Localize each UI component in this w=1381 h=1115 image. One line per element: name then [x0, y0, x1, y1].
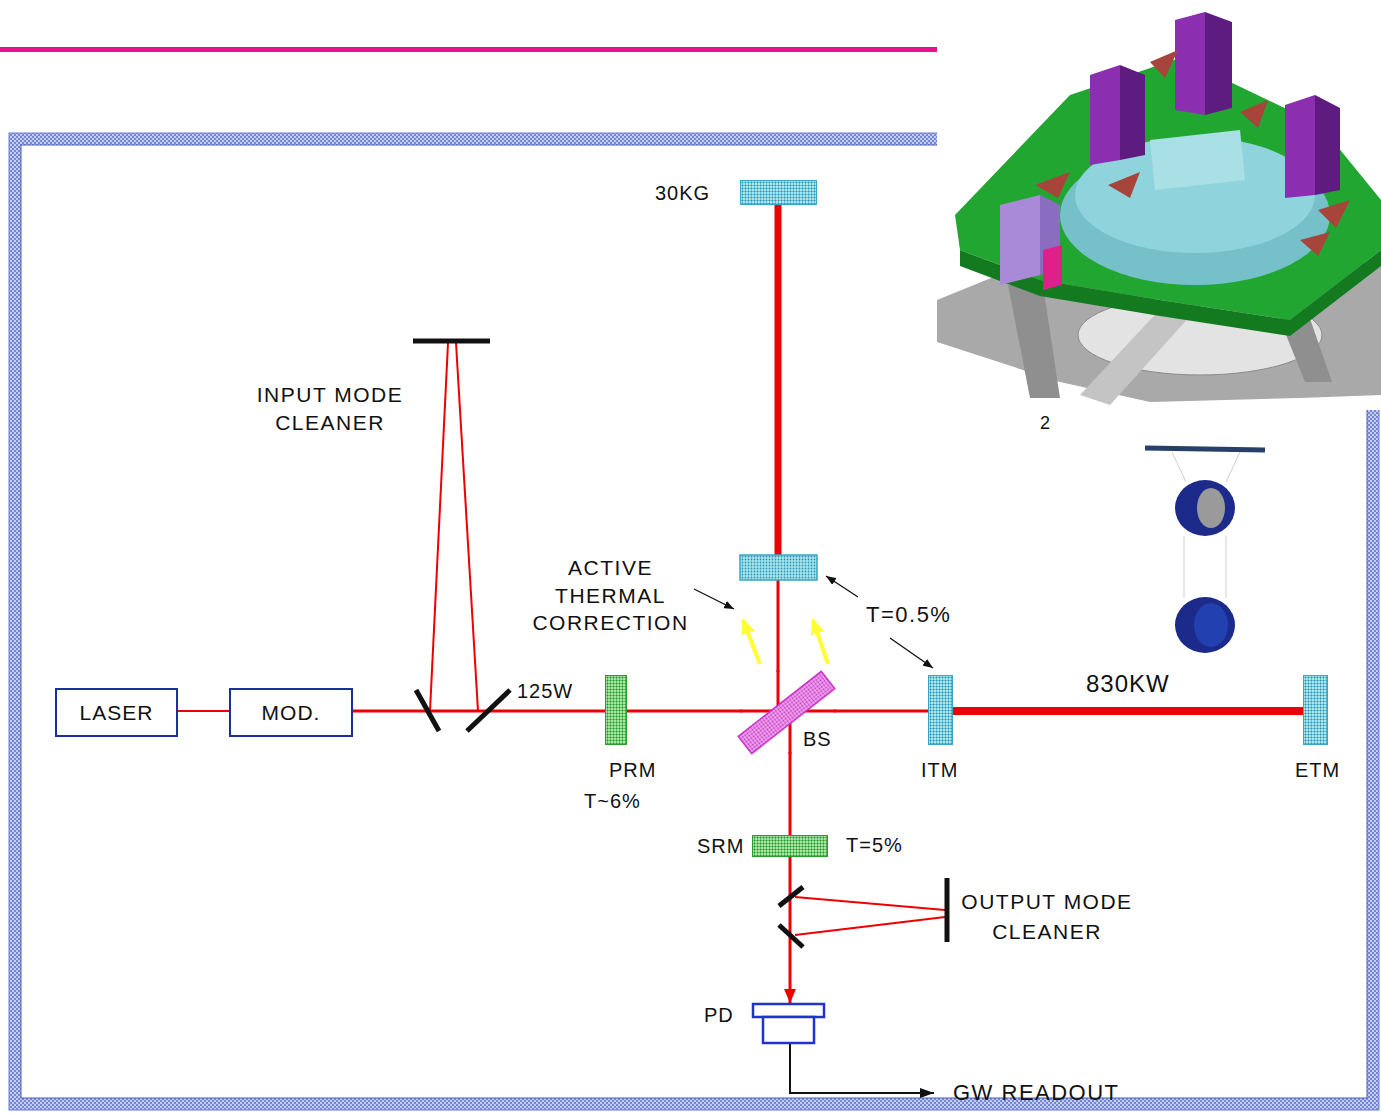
end-test-mass: 30KG [740, 180, 817, 205]
omc-beam [795, 917, 945, 935]
node-label: PD [704, 1003, 734, 1027]
component-label: OUTPUT MODE CLEANER [956, 887, 1138, 947]
actuator-block [1285, 95, 1315, 198]
laser-box: LASER [55, 688, 178, 737]
heating-arrow [743, 620, 760, 664]
node-label: LASER [80, 700, 154, 725]
output-label: GW READOUT [953, 1080, 1120, 1106]
signal-recycling-mirror: SRMT=5% [752, 835, 828, 857]
imc-beam [430, 343, 448, 711]
modulator-box: MOD. [229, 688, 353, 737]
omc-mirror [779, 887, 803, 906]
omc-mirror [945, 878, 950, 942]
imc-mirror [467, 690, 510, 731]
node-label: ITM [921, 758, 958, 782]
input-test-mass [740, 555, 817, 580]
actuator-block [1000, 195, 1040, 285]
laser-beam [953, 707, 1303, 715]
suspension-wire [1184, 536, 1185, 598]
arm-beam [775, 205, 782, 556]
heating-arrow [813, 620, 828, 664]
transmission-label: T~6% [584, 789, 641, 813]
imc-mirror [413, 339, 490, 344]
node-label: BS [803, 727, 832, 751]
suspension-plate [1145, 448, 1265, 450]
frame-outline [9, 133, 1379, 1110]
laser-beam [353, 710, 605, 713]
photodiode: PD [752, 1003, 825, 1044]
laser-beam [789, 857, 792, 1003]
leg [1008, 285, 1060, 398]
leader-arrow [890, 638, 933, 668]
laser-beam [777, 205, 780, 672]
omc-mirror [779, 925, 803, 947]
readout-wire [790, 1044, 934, 1093]
actuator-block [1175, 12, 1205, 115]
photodiode-shape [752, 1003, 825, 1044]
suspended-mass [1175, 597, 1235, 653]
suspension-wire [1226, 536, 1227, 598]
flag [1108, 172, 1140, 198]
input-test-mass: ITM [928, 675, 953, 745]
suspended-mass [1175, 480, 1235, 536]
node-label: MOD. [262, 700, 321, 725]
actuator-block [1205, 12, 1232, 115]
photodiode-body [763, 1017, 814, 1043]
flag [1300, 232, 1330, 256]
transmission-label: T=0.5% [866, 602, 951, 628]
inset-ground [937, 0, 1381, 410]
node-label: SRM [697, 834, 744, 858]
laser-beam [178, 710, 229, 712]
laser-beam [834, 710, 928, 713]
flag [1035, 172, 1070, 198]
actuator-block [1043, 245, 1062, 290]
leader-arrow [826, 576, 858, 597]
laser-beam [627, 710, 742, 713]
suspension-wire [1226, 452, 1240, 482]
suspension-wire [1172, 452, 1186, 482]
actuator-block [1315, 95, 1340, 195]
end-test-mass: ETM [1303, 675, 1328, 745]
node-label: PRM [609, 758, 656, 782]
suspended-mass [1194, 603, 1228, 647]
flag [1150, 50, 1178, 78]
node-label: 30KG [655, 181, 710, 205]
omc-beam [795, 897, 945, 910]
note-label: ACTIVE THERMAL CORRECTION [528, 554, 693, 637]
transmission-label: T=5% [846, 833, 903, 857]
laser-beam [789, 752, 792, 835]
beam-splitter: BS [742, 672, 834, 752]
optic-face [1150, 130, 1245, 190]
beam-power-label: 830KW [1086, 671, 1170, 697]
suspended-mass [1197, 488, 1225, 528]
stray-label: 2 [1040, 412, 1052, 434]
beam-splitter-plate [738, 671, 835, 753]
actuator-block [1120, 65, 1145, 160]
flag [1318, 200, 1350, 228]
photodiode-head [753, 1004, 824, 1017]
imc-mirror [416, 690, 439, 731]
power-recycling-mirror: PRMT~6% [605, 675, 627, 745]
leader-arrow [694, 589, 734, 609]
title-rule [0, 47, 937, 52]
imc-beam [456, 343, 478, 711]
beam-power-label: 125W [517, 680, 573, 702]
flag [1240, 100, 1268, 128]
actuator-block [1090, 65, 1120, 165]
component-label: INPUT MODE CLEANER [244, 381, 416, 437]
node-label: ETM [1295, 758, 1340, 782]
